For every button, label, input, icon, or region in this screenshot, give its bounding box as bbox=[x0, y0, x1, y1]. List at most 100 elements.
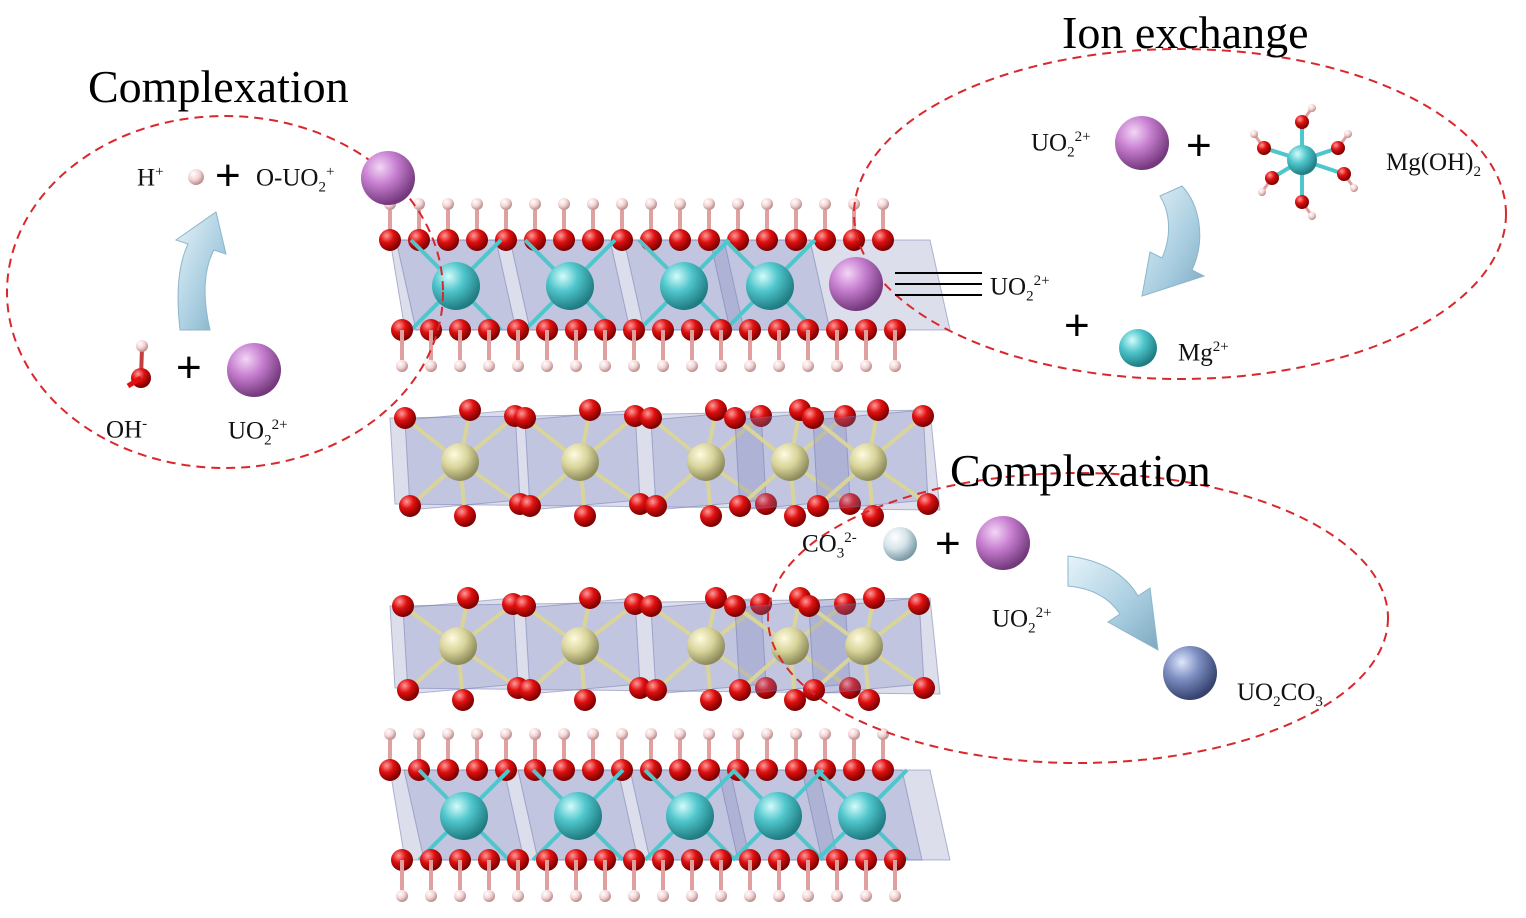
oxygen-atom bbox=[640, 407, 662, 429]
magnesium-hydroxide-molecule-icon bbox=[1250, 104, 1358, 220]
oxygen-atom bbox=[698, 229, 720, 251]
aluminum-atom bbox=[439, 627, 477, 665]
magnesium-atom bbox=[432, 262, 480, 310]
oxygen-atom bbox=[700, 505, 722, 527]
oxygen-atom bbox=[727, 759, 749, 781]
oxygen-atom bbox=[466, 759, 488, 781]
hydrogen-atom bbox=[645, 728, 657, 740]
hydrogen-atom bbox=[877, 198, 889, 210]
oxygen-atom bbox=[1331, 141, 1345, 155]
oxygen-atom bbox=[457, 587, 479, 609]
oxygen-atom bbox=[579, 587, 601, 609]
hydrogen-atom bbox=[616, 198, 628, 210]
hydrogen-atom bbox=[732, 728, 744, 740]
hydrogen-atom bbox=[860, 360, 872, 372]
aluminum-atom bbox=[771, 443, 809, 481]
oxygen-atom bbox=[629, 493, 651, 515]
hydrogen-atom bbox=[500, 198, 512, 210]
oxygen-atom bbox=[379, 229, 401, 251]
oxygen-atom bbox=[1257, 141, 1271, 155]
exchanged-uranyl-sphere bbox=[829, 257, 883, 311]
oxygen-atom bbox=[700, 689, 722, 711]
oxygen-atom bbox=[862, 505, 884, 527]
oxygen-atom bbox=[908, 593, 930, 615]
oxygen-atom bbox=[917, 493, 939, 515]
uranyl-sphere-ion-exchange bbox=[1115, 116, 1169, 170]
plus-sign-bottom: + bbox=[935, 519, 961, 568]
uranyl-carbonate-label: UO2CO3 bbox=[1237, 679, 1323, 710]
oxygen-atom bbox=[669, 759, 691, 781]
aluminum-atom bbox=[687, 443, 725, 481]
hydrogen-atom bbox=[732, 198, 744, 210]
magnesium-atom bbox=[666, 792, 714, 840]
oxygen-atom bbox=[574, 505, 596, 527]
oxide-layer-slab bbox=[389, 409, 941, 511]
hydrogen-atom bbox=[715, 360, 727, 372]
hydrogen-atom bbox=[599, 890, 611, 902]
oxygen-atom bbox=[750, 593, 772, 615]
hydrogen-atom bbox=[413, 198, 425, 210]
complexation-bottom-region bbox=[767, 472, 1389, 764]
magnesium-atom bbox=[546, 262, 594, 310]
uranyl-label-ion-exchange: UO22+ bbox=[1031, 129, 1091, 161]
hydrogen-atom bbox=[570, 360, 582, 372]
hydrogen-atom bbox=[686, 360, 698, 372]
hydrogen-atom bbox=[657, 890, 669, 902]
hydrogen-atom bbox=[529, 198, 541, 210]
oxygen-atom bbox=[698, 759, 720, 781]
plus-sign-ion-exchange-a: + bbox=[1186, 121, 1212, 170]
magnesium-hydroxide-label: Mg(OH)2 bbox=[1386, 149, 1481, 180]
oxygen-atom bbox=[807, 495, 829, 517]
oxygen-atom bbox=[553, 229, 575, 251]
hydrogen-atom bbox=[483, 360, 495, 372]
hydroxide-molecule-icon bbox=[126, 340, 151, 389]
oxygen-atom bbox=[843, 759, 865, 781]
oxygen-atom bbox=[729, 679, 751, 701]
hydrogen-atom bbox=[889, 890, 901, 902]
oxygen-atom bbox=[437, 229, 459, 251]
uranyl-sphere-left bbox=[227, 343, 281, 397]
oxygen-atom bbox=[858, 689, 880, 711]
hydrogen-atom bbox=[744, 360, 756, 372]
oxygen-atom bbox=[750, 405, 772, 427]
hydrogen-atom bbox=[831, 360, 843, 372]
oxygen-atom bbox=[466, 229, 488, 251]
aluminum-atom bbox=[561, 443, 599, 481]
hydrogen-atom bbox=[396, 890, 408, 902]
hydrogen-atom bbox=[715, 890, 727, 902]
oxygen-atom bbox=[553, 759, 575, 781]
ldh-layer-stack bbox=[379, 198, 951, 902]
oxygen-atom bbox=[408, 229, 430, 251]
adsorbed-uranyl-sphere bbox=[361, 151, 415, 205]
magnesium-atom bbox=[754, 792, 802, 840]
oxygen-atom bbox=[514, 407, 536, 429]
oxide-layer-slab bbox=[389, 597, 941, 695]
oxygen-atom bbox=[724, 407, 746, 429]
oxygen-atom bbox=[798, 595, 820, 617]
oxygen-atom bbox=[755, 677, 777, 699]
hydrogen-atom bbox=[454, 890, 466, 902]
magnesium-atom bbox=[746, 262, 794, 310]
oxygen-atom bbox=[729, 495, 751, 517]
oxygen-atom bbox=[645, 495, 667, 517]
oxygen-atom bbox=[519, 495, 541, 517]
hydrogen-atom bbox=[442, 198, 454, 210]
hydrogen-atom bbox=[703, 728, 715, 740]
oxygen-atom bbox=[863, 587, 885, 609]
hydrogen-atom bbox=[425, 360, 437, 372]
hydrogen-atom bbox=[1258, 188, 1266, 196]
complexation-top-region bbox=[6, 115, 444, 469]
oxygen-atom bbox=[394, 407, 416, 429]
ion-exchange-title: Ion exchange bbox=[1062, 7, 1309, 58]
oxygen-atom bbox=[843, 229, 865, 251]
hydrogen-atom bbox=[674, 198, 686, 210]
bound-uranyl-label: UO22+ bbox=[990, 273, 1050, 305]
hydrogen-atom bbox=[541, 360, 553, 372]
oxygen-atom bbox=[454, 505, 476, 527]
aluminum-atom bbox=[845, 627, 883, 665]
hydrogen-atom bbox=[1308, 104, 1316, 112]
hydrogen-atom bbox=[500, 728, 512, 740]
hydrogen-atom bbox=[529, 728, 541, 740]
hydrogen-atom bbox=[761, 198, 773, 210]
